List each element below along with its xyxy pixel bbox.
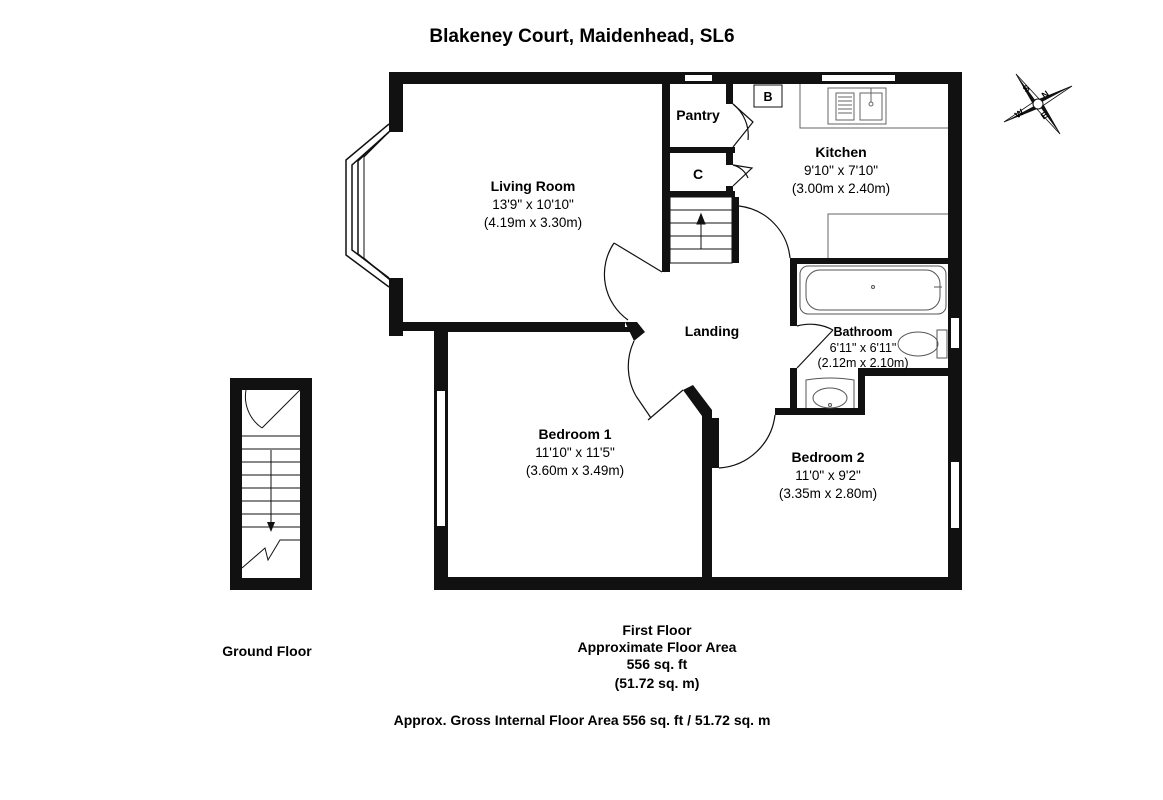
first-floor-label: First Floor xyxy=(622,622,692,638)
gross-area-note: Approx. Gross Internal Floor Area 556 sq… xyxy=(394,712,771,728)
room-bedroom-2-dim-imperial: 11'0" x 9'2" xyxy=(795,468,861,483)
ground-floor-stairwell xyxy=(230,378,312,590)
room-bedroom-2: Bedroom 2 11'0" x 9'2" (3.35m x 2.80m) xyxy=(779,449,877,501)
room-bedroom-1-name: Bedroom 1 xyxy=(538,426,611,442)
page-title: Blakeney Court, Maidenhead, SL6 xyxy=(429,26,734,47)
compass-letter-n: N xyxy=(1040,89,1051,101)
room-kitchen-name: Kitchen xyxy=(815,144,866,160)
room-bedroom-2-dim-metric: (3.35m x 2.80m) xyxy=(779,486,877,501)
room-bedroom-1-dim-imperial: 11'10" x 11'5" xyxy=(535,445,615,460)
door-swings xyxy=(603,103,834,469)
ground-floor-label: Ground Floor xyxy=(222,643,312,659)
kitchen-fixtures xyxy=(799,84,948,258)
room-pantry-name: Pantry xyxy=(676,107,720,123)
boiler-box xyxy=(753,84,783,108)
compass-letter-e: E xyxy=(1039,110,1050,122)
compass-letter-s: S xyxy=(1021,83,1032,95)
bay-window xyxy=(345,123,398,288)
room-kitchen: Kitchen 9'10" x 7'10" (3.00m x 2.40m) xyxy=(792,144,890,196)
first-floor-summary: First Floor Approximate Floor Area 556 s… xyxy=(578,622,737,691)
room-living-name: Living Room xyxy=(491,178,576,194)
exterior-walls xyxy=(389,72,962,590)
room-landing-name: Landing xyxy=(685,323,739,339)
room-bathroom-name: Bathroom xyxy=(833,325,892,339)
bathroom-fixtures xyxy=(799,265,948,409)
room-cupboard-name: C xyxy=(693,166,703,182)
room-bedroom-1-dim-metric: (3.60m x 3.49m) xyxy=(526,463,624,478)
first-floor-area-metric: (51.72 sq. m) xyxy=(615,675,700,691)
room-living-dim-imperial: 13'9" x 10'10" xyxy=(492,197,574,212)
first-floor-area-imperial: 556 sq. ft xyxy=(627,656,688,672)
boiler-label: B xyxy=(763,90,772,104)
room-bathroom: Bathroom 6'11" x 6'11" (2.12m x 2.10m) xyxy=(817,325,908,370)
room-bathroom-dim-metric: (2.12m x 2.10m) xyxy=(817,356,908,370)
room-bathroom-dim-imperial: 6'11" x 6'11" xyxy=(830,341,897,355)
first-floor-stairs xyxy=(663,196,733,273)
room-living-dim-metric: (4.19m x 3.30m) xyxy=(484,215,582,230)
compass-rose-icon: N E S W xyxy=(1003,73,1073,135)
room-kitchen-dim-metric: (3.00m x 2.40m) xyxy=(792,181,890,196)
room-bedroom-1: Bedroom 1 11'10" x 11'5" (3.60m x 3.49m) xyxy=(526,426,624,478)
room-bedroom-2-name: Bedroom 2 xyxy=(791,449,864,465)
first-floor-area-label: Approximate Floor Area xyxy=(578,639,737,655)
room-kitchen-dim-imperial: 9'10" x 7'10" xyxy=(804,163,878,178)
room-living: Living Room 13'9" x 10'10" (4.19m x 3.30… xyxy=(484,178,582,230)
interior-walls xyxy=(448,84,950,580)
